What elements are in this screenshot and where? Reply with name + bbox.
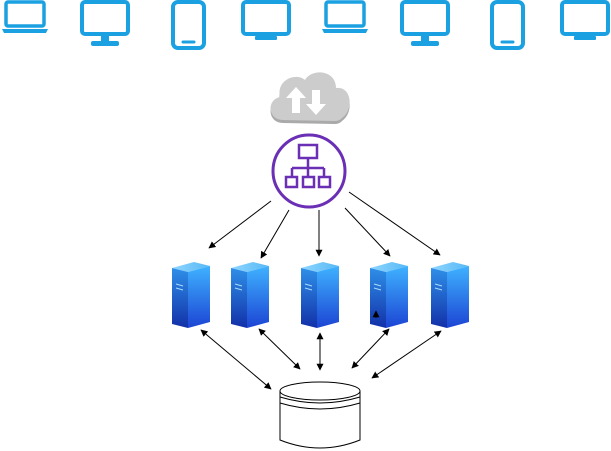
bidirectional-arrow	[258, 328, 301, 370]
database-icon	[279, 381, 361, 449]
server-icon	[172, 262, 210, 328]
server-icon	[370, 262, 408, 328]
server-icon	[431, 262, 469, 328]
arrow	[260, 209, 290, 259]
arrow	[208, 200, 272, 249]
cloud-upload-download-icon	[270, 72, 350, 124]
display-icon	[560, 0, 610, 40]
arrow	[344, 207, 391, 257]
monitor-icon	[400, 0, 450, 46]
server-database-arrows	[200, 310, 442, 390]
monitor-icon	[80, 0, 130, 46]
balancer-to-server-arrows	[208, 191, 441, 259]
laptop-icon	[2, 0, 48, 33]
tablet-icon	[171, 0, 206, 50]
laptop-icon	[322, 0, 368, 33]
bidirectional-arrow	[371, 330, 442, 379]
servers-row	[172, 262, 469, 328]
bidirectional-arrow	[351, 328, 390, 369]
load-balancer-icon	[271, 133, 347, 209]
server-icon	[301, 262, 339, 328]
tablet-icon	[490, 0, 525, 50]
server-icon	[231, 262, 269, 328]
client-devices-row	[2, 0, 610, 50]
arrow	[348, 191, 441, 256]
bidirectional-arrow	[200, 329, 272, 390]
display-icon	[241, 0, 291, 40]
